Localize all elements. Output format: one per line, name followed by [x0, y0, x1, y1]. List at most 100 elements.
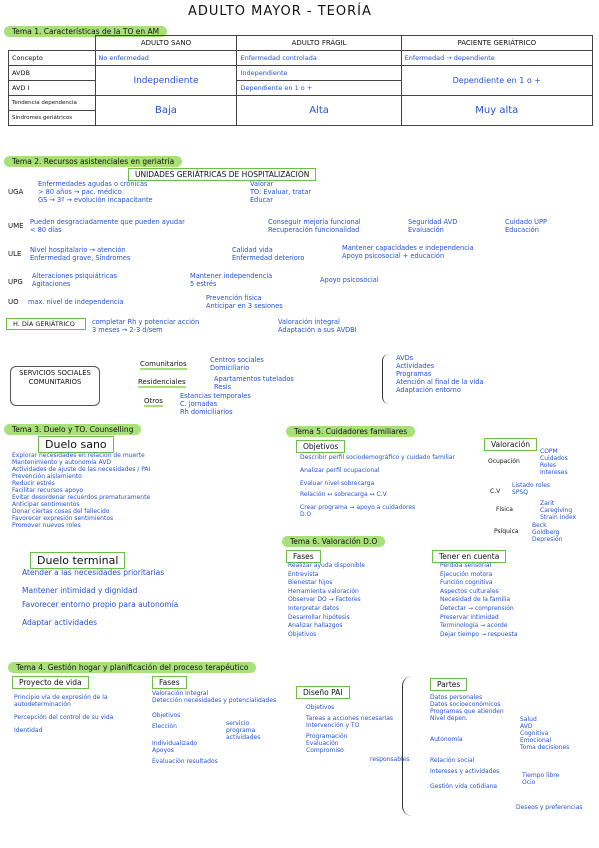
tema5-heading: Tema 5. Cuidadores familiares: [286, 426, 416, 437]
diseno-item: Compromiso: [306, 747, 344, 754]
row-label: Concepto: [8, 50, 96, 66]
goal: Adaptación entorno: [396, 386, 461, 394]
hdia-left: completar Rh y potenciar acción 3 meses …: [92, 318, 199, 334]
fase-item: Observar DO → Factores: [288, 596, 361, 604]
b3-items: Estancias temporales C. jornadas Rh domi…: [180, 392, 251, 416]
row-label: AVDB: [8, 65, 96, 81]
parte-sub: Toma decisiones: [520, 744, 570, 751]
ule-r2: Enfermedad deterioro: [232, 254, 305, 262]
page-title: ADULTO MAYOR - TEORÍA: [188, 4, 372, 19]
tener-box: Tener en cuenta: [432, 550, 507, 563]
valoracion-ocupacion: Ocupación: [488, 458, 520, 465]
objetivos-box: Objetivos: [296, 440, 346, 453]
fase-item: Objetivos: [288, 630, 317, 638]
uo-r2: Anticipar en 3 sesiones: [206, 302, 283, 310]
t4-fase-item: Individualizado: [152, 740, 198, 747]
ule-right-a: Calidad vida Enfermedad deterioro: [232, 246, 304, 262]
sano-item: Mantenimiento y autonomía AVD: [12, 459, 112, 466]
parte-sub: Cognitiva: [520, 730, 549, 737]
parte-sub: Tiempo libre: [522, 772, 560, 779]
diseno-item: Tareas a acciones necesarias: [306, 715, 394, 722]
goal: Programas: [396, 370, 432, 378]
units-box: UNIDADES GERIÁTRICAS DE HOSPITALIZACIÓN: [128, 168, 317, 181]
parte-item: Intereses y actividades: [430, 768, 500, 775]
upg-code: UPG: [8, 278, 23, 286]
terminal-item: Atender a las necesidades prioritarias: [22, 568, 165, 577]
parte-item: Programas que atienden: [430, 708, 504, 715]
b2-items: Apartamentos tutelados Resis: [214, 375, 294, 391]
hdia-l1: completar Rh y potenciar acción: [92, 318, 200, 326]
tema4-heading: Tema 4. Gestión hogar y planificación de…: [8, 662, 257, 673]
terminal-item: Favorecer entorno propio para autonomía: [22, 600, 179, 609]
tema1-table: ADULTO SANO ADULTO FRÁGIL PACIENTE GERIÁ…: [8, 35, 594, 126]
goal: Atención al final de la vida: [396, 378, 484, 386]
obj-item: Relación ↔ sobrecarga ↔ C.V: [300, 491, 387, 498]
tener-item: Detectar → comprensión: [440, 604, 514, 612]
sano-item: Actividades de ajuste de las necesidades…: [12, 466, 151, 473]
val-item: Intereses: [540, 469, 568, 476]
sano-item: Reducir estrés: [12, 480, 55, 487]
upg-r3: Apoyo psicosocial: [320, 276, 379, 284]
b2-item: Apartamentos tutelados: [214, 375, 294, 383]
val-item: SPSQ: [512, 489, 528, 496]
diseno-item: Objetivos: [306, 704, 335, 711]
val-item: Roles: [540, 462, 557, 469]
t4-fases-box: Fases: [152, 676, 187, 689]
hdia-r1: Valoración integral: [278, 318, 340, 326]
partes-brace: [402, 676, 413, 816]
sano-item: Facilitar recursos apoyo: [12, 487, 84, 494]
parte-sub: Salud: [520, 716, 537, 723]
ume-r1: Conseguir mejoría funcional: [268, 218, 361, 226]
branch-otros: Otros: [144, 397, 163, 407]
ule-right-b: Mantener capacidades e independencia Apo…: [342, 244, 474, 260]
obj-item: Describir perfil sociodemográfico y cuid…: [300, 454, 455, 461]
fase-item: Entrevista: [288, 570, 319, 578]
uga-left: Enfermedades agudas o crónicas > 80 años…: [38, 180, 153, 204]
b3-item: Rh domiciliarios: [180, 408, 233, 416]
tener-item: Pérdida sensorial: [440, 562, 492, 569]
parte-sub: Ocio: [522, 779, 536, 786]
val-copm-group: COPM Cuidados Roles Intereses: [540, 448, 568, 476]
proyecto-box: Proyecto de vida: [12, 676, 89, 689]
branch-residenciales: Residenciales: [138, 378, 186, 388]
cell: Baja: [94, 95, 238, 126]
hdia-r2: Adaptación a sus AVDBI: [278, 326, 357, 334]
row-label: Síndromes geriátricos: [8, 110, 96, 126]
fase-item: Herramienta valoración: [288, 587, 359, 595]
uga-l1: Enfermedades agudas o crónicas: [38, 180, 148, 188]
ume-right-b: Seguridad AVD Evaluación: [408, 218, 457, 234]
ume-right-c: Cuidado UPP Educación: [505, 218, 547, 234]
uga-right: Valorar TO: Evaluar, tratar Educar: [250, 180, 311, 204]
val-item: Beck: [532, 522, 547, 529]
proyecto-item: Percepción del control de su vida: [14, 714, 114, 721]
tema3-heading: Tema 3. Duelo y TO. Counselling: [4, 424, 142, 435]
objetivos-list: Describir perfil sociodemográfico y cuid…: [300, 454, 455, 518]
fases-box: Fases: [286, 550, 321, 563]
parte-item: Gestión vida cotidiana: [430, 783, 498, 790]
partes-list: Datos personales Datos socioeconómicos P…: [430, 694, 504, 790]
parte-item: Datos socioeconómicos: [430, 701, 501, 708]
uga-code: UGA: [8, 188, 24, 196]
val-item: Goldberg: [532, 529, 560, 536]
valoracion-box: Valoración: [484, 438, 538, 451]
terminal-item: Adaptar actividades: [22, 618, 98, 627]
val-cv-group: Listado roles SPSQ: [512, 482, 550, 496]
duelo-terminal-box: Duelo terminal: [30, 552, 126, 569]
val-psiquica-group: Beck Goldberg Depresión: [532, 522, 562, 543]
obj-item: D.O: [300, 511, 312, 518]
parte-sub: AVD: [520, 723, 533, 730]
tener-item: Aspectos culturales: [440, 587, 499, 595]
cell: Enfermedad controlada: [236, 50, 402, 66]
branch-comunitarios: Comunitarios: [140, 360, 187, 370]
duelo-terminal-list: Atender a las necesidades prioritarias M…: [22, 568, 178, 628]
t4-fase-item: Evaluación resultados: [152, 758, 218, 765]
t4-fase-item: Detección necesidades y potencialidades: [152, 697, 277, 704]
val-item: Listado roles: [512, 482, 551, 489]
ume-r5: Cuidado UPP: [505, 218, 547, 226]
ule-r3: Mantener capacidades e independencia: [342, 244, 474, 252]
goal: Actividades: [396, 362, 435, 370]
val-item: Zarit: [540, 500, 555, 507]
b1-items: Centros sociales Domiciliario: [210, 356, 264, 372]
tener-item: Ejecución motora: [440, 570, 493, 578]
b1-item: Centros sociales: [210, 356, 264, 364]
